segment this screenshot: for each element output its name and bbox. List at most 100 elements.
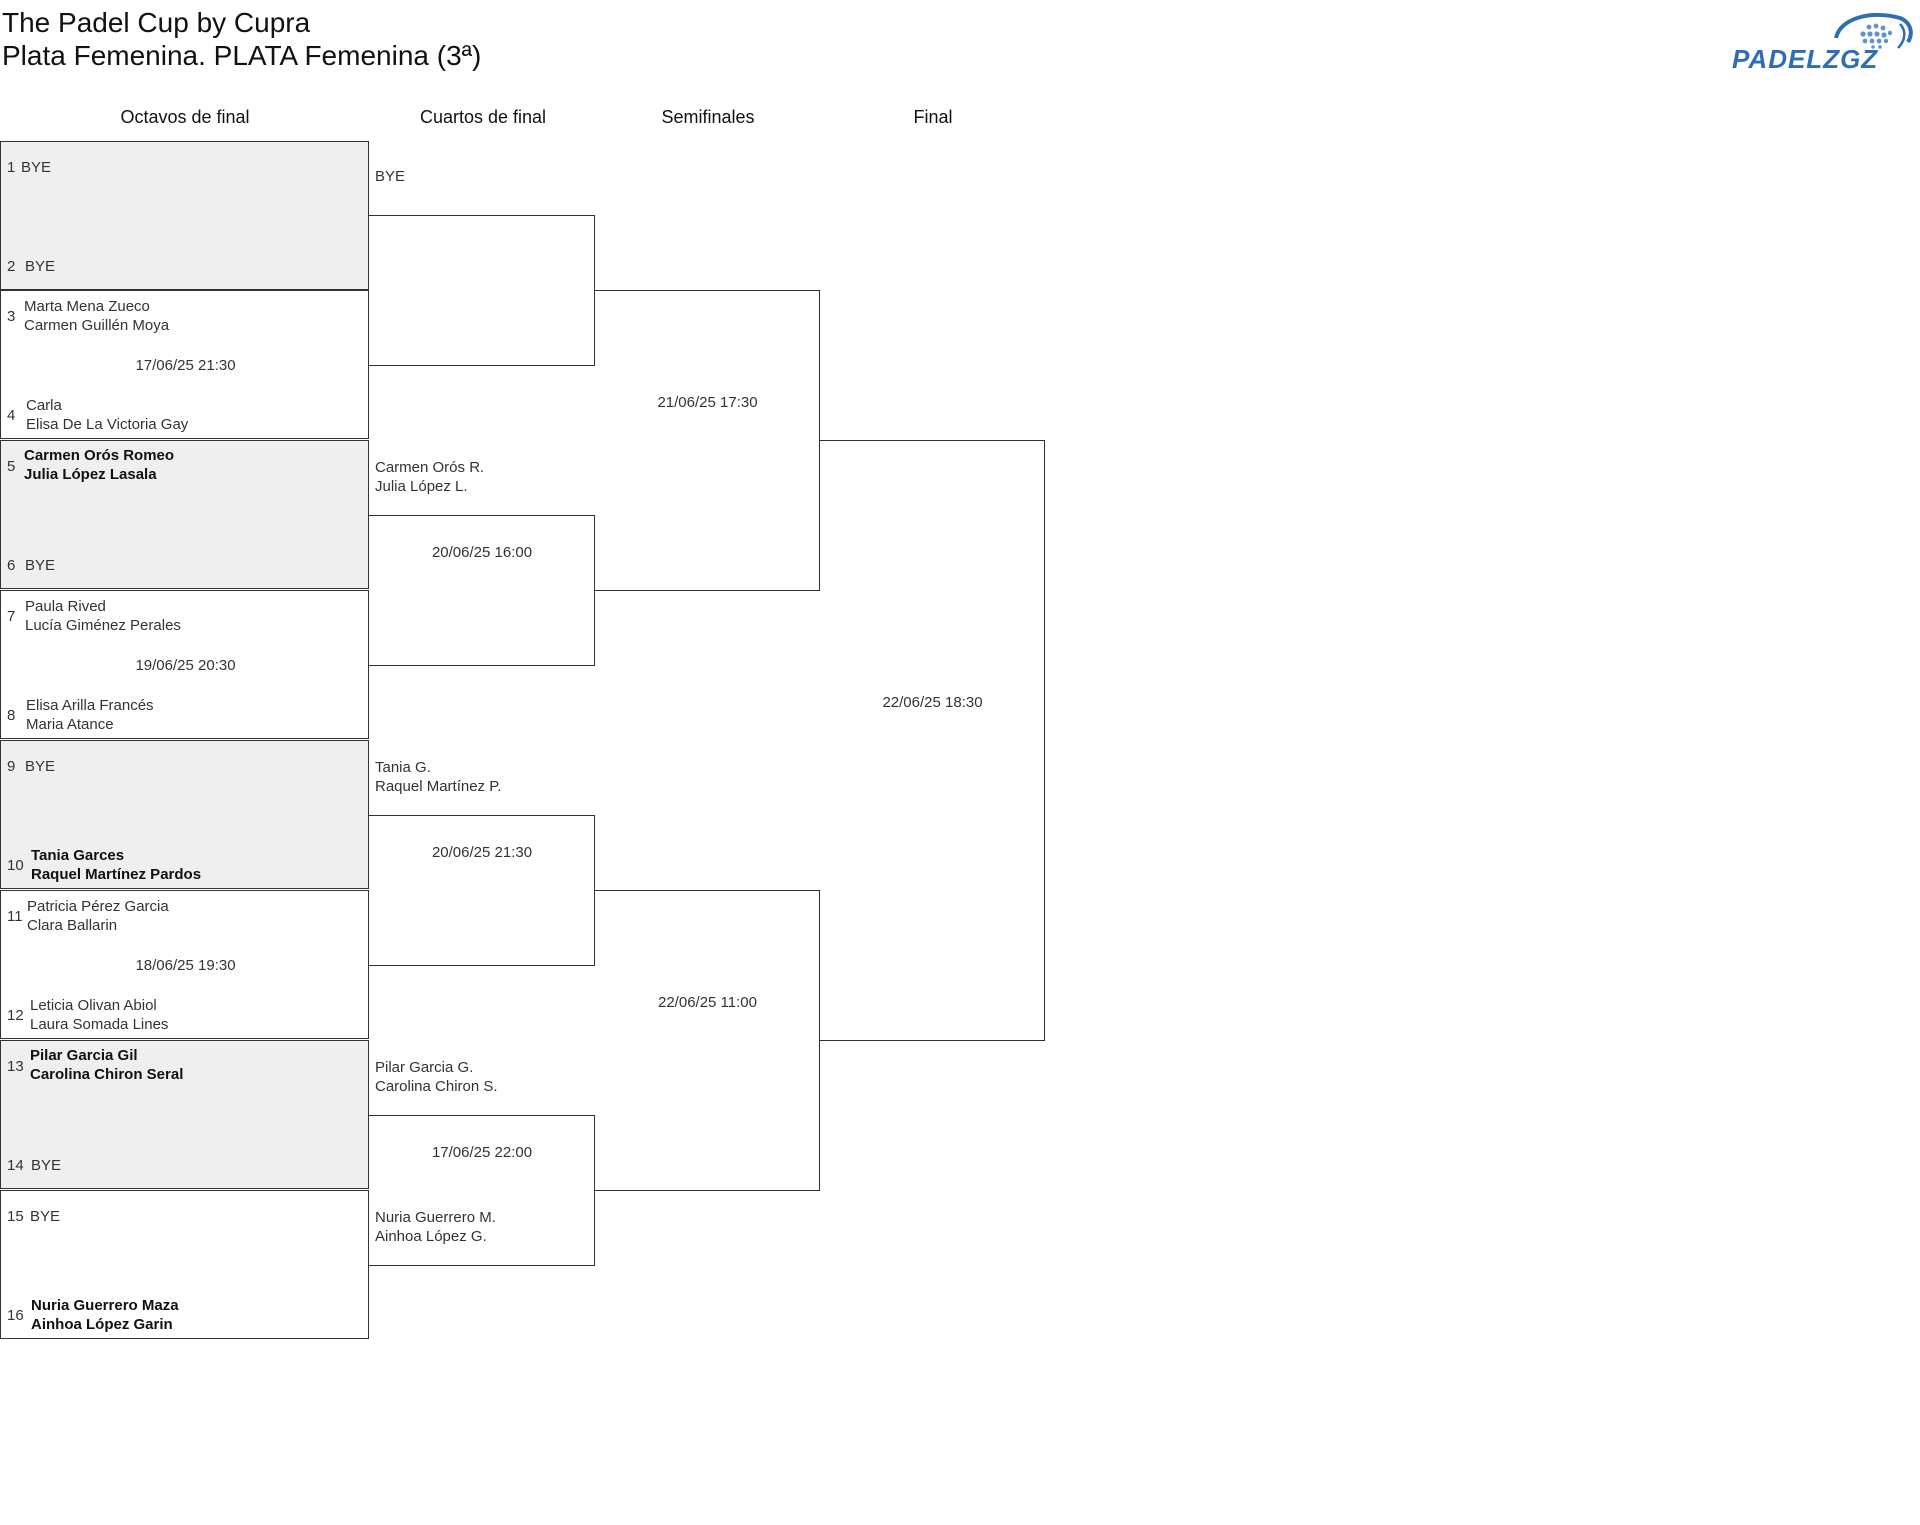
team-entry: BYE [21, 158, 51, 177]
qf-team-8: Nuria Guerrero M. Ainhoa López G. [375, 1208, 496, 1246]
qf-bracket-4 [369, 1115, 595, 1266]
player-name: Tania Garces [31, 847, 125, 864]
sf-date-1: 21/06/25 17:30 [657, 394, 758, 411]
seed-number: 15 [7, 1208, 24, 1225]
player-name: Elisa De La Victoria Gay [26, 416, 189, 433]
final-date: 22/06/25 18:30 [882, 694, 983, 711]
seed-number: 2 [7, 258, 16, 275]
player-name: Carmen Orós R. [375, 459, 485, 476]
player-name: Clara Ballarin [27, 917, 118, 934]
player-name: Paula Rived [25, 598, 106, 615]
player-name: Ainhoa López Garin [31, 1316, 173, 1333]
player-name: Maria Atance [26, 716, 114, 733]
round-header-cuartos: Cuartos de final [419, 107, 547, 127]
qf-bracket-1 [369, 215, 595, 366]
match-date: 19/06/25 20:30 [135, 657, 236, 674]
player-name: Marta Mena Zueco [24, 298, 150, 315]
seed-number: 12 [7, 1007, 24, 1024]
player-name: Raquel Martínez Pardos [31, 866, 202, 883]
player-name: Julia López Lasala [24, 466, 157, 483]
round-header-semifinales: Semifinales [661, 107, 755, 127]
player-name: Carla [26, 397, 62, 414]
team-entry: BYE [30, 1207, 60, 1226]
player-name: Elisa Arilla Francés [26, 697, 154, 714]
seed-number: 8 [7, 707, 16, 724]
r16-match-8: 15 BYE 16 Nuria Guerrero Maza Ainhoa Lóp… [0, 1190, 369, 1339]
qf-date-2: 20/06/25 16:00 [431, 544, 533, 561]
tournament-title: The Padel Cup by Cupra [2, 7, 311, 38]
player-name: Pilar Garcia G. [375, 1059, 474, 1076]
r16-match-3: 5 Carmen Orós Romeo Julia López Lasala 6… [0, 440, 369, 589]
player-name: Carolina Chiron S. [375, 1078, 498, 1095]
team-entry: Paula Rived Lucía Giménez Perales [25, 597, 181, 635]
final-bracket [820, 440, 1045, 1041]
qf-team-5: Tania G. Raquel Martínez P. [375, 758, 501, 796]
team-entry: Pilar Garcia Gil Carolina Chiron Seral [30, 1046, 183, 1084]
match-date: 17/06/25 21:30 [135, 357, 236, 374]
team-entry: Nuria Guerrero Maza Ainhoa López Garin [31, 1296, 179, 1334]
player-name: Carmen Orós Romeo [24, 447, 175, 464]
sf-bracket-1 [595, 290, 820, 591]
qf-team-3: Carmen Orós R. Julia López L. [375, 458, 484, 496]
player-name: Laura Somada Lines [30, 1016, 169, 1033]
sf-bracket-2 [595, 890, 820, 1191]
padelzgz-logo: PADELZGZ [1732, 8, 1914, 74]
player-name: BYE [25, 258, 56, 275]
ball-icon [1834, 13, 1913, 49]
team-entry: Marta Mena Zueco Carmen Guillén Moya [24, 297, 169, 335]
r16-match-7: 13 Pilar Garcia Gil Carolina Chiron Sera… [0, 1040, 369, 1189]
category-title: Plata Femenina. PLATA Femenina (3ª) [2, 40, 482, 71]
r16-match-1: 1 BYE 2 BYE [0, 141, 369, 290]
player-name: BYE [31, 1157, 62, 1174]
r16-match-2: 3 Marta Mena Zueco Carmen Guillén Moya 4… [0, 290, 369, 439]
team-entry: Carmen Orós Romeo Julia López Lasala [24, 446, 174, 484]
logo-wordmark: PADELZGZ [1732, 44, 1879, 74]
team-entry: Elisa Arilla Francés Maria Atance [26, 696, 154, 734]
team-entry: BYE [31, 1156, 61, 1175]
player-name: Carmen Guillén Moya [24, 317, 170, 334]
team-entry: Patricia Pérez Garcia Clara Ballarin [27, 897, 169, 935]
player-name: BYE [21, 159, 52, 176]
player-name: Nuria Guerrero Maza [31, 1297, 179, 1314]
seed-number: 10 [7, 857, 24, 874]
seed-number: 3 [7, 308, 16, 325]
player-name: Carolina Chiron Seral [30, 1066, 184, 1083]
seed-number: 7 [7, 608, 16, 625]
seed-number: 6 [7, 557, 16, 574]
player-name: BYE [25, 557, 56, 574]
sf-date-2: 22/06/25 11:00 [658, 994, 757, 1011]
r16-match-5: 9 BYE 10 Tania Garces Raquel Martínez Pa… [0, 740, 369, 889]
seed-number: 14 [7, 1157, 24, 1174]
seed-number: 13 [7, 1058, 24, 1075]
seed-number: 1 [7, 159, 16, 176]
r16-match-4: 7 Paula Rived Lucía Giménez Perales 8 El… [0, 590, 369, 739]
team-entry: Tania Garces Raquel Martínez Pardos [31, 846, 201, 884]
player-name: Leticia Olivan Abiol [30, 997, 157, 1014]
qf-team-1: BYE [375, 167, 405, 186]
seed-number: 9 [7, 758, 16, 775]
player-name: Lucía Giménez Perales [25, 617, 181, 634]
qf-team-7: Pilar Garcia G. Carolina Chiron S. [375, 1058, 498, 1096]
player-name: BYE [30, 1208, 61, 1225]
qf-date-4: 17/06/25 22:00 [431, 1144, 533, 1161]
qf-bracket-3 [369, 815, 595, 966]
team-entry: BYE [25, 556, 55, 575]
seed-number: 11 [7, 908, 23, 925]
qf-date-3: 20/06/25 21:30 [431, 844, 533, 861]
team-entry: BYE [25, 257, 55, 276]
player-name: BYE [375, 168, 406, 185]
player-name: Tania G. [375, 759, 431, 776]
round-header-final: Final [913, 107, 953, 127]
match-date: 18/06/25 19:30 [135, 957, 236, 974]
r16-match-6: 11 Patricia Pérez Garcia Clara Ballarin … [0, 890, 369, 1039]
player-name: Raquel Martínez P. [375, 778, 502, 795]
team-entry: Leticia Olivan Abiol Laura Somada Lines [30, 996, 168, 1034]
qf-bracket-2 [369, 515, 595, 666]
seed-number: 16 [7, 1307, 24, 1324]
team-entry: Carla Elisa De La Victoria Gay [26, 396, 188, 434]
round-header-octavos: Octavos de final [120, 107, 250, 127]
player-name: Nuria Guerrero M. [375, 1209, 496, 1226]
player-name: Julia López L. [375, 478, 468, 495]
seed-number: 4 [7, 407, 16, 424]
player-name: Pilar Garcia Gil [30, 1047, 138, 1064]
